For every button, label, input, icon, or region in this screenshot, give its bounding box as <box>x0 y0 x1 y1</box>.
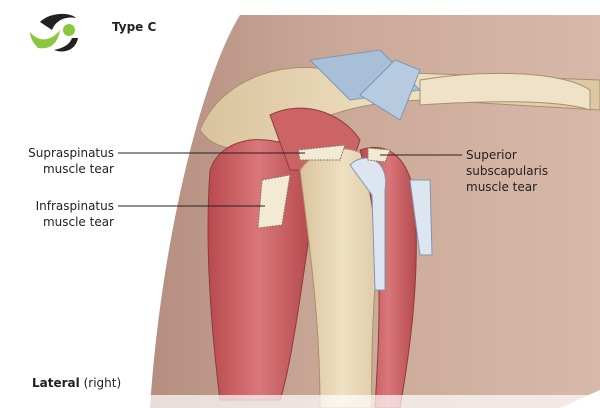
humerus-bone <box>299 148 386 408</box>
label-line: Supraspinatus <box>28 146 114 160</box>
supraspinatus-tear <box>297 144 346 161</box>
label-line: muscle tear <box>42 162 114 176</box>
ligament <box>359 59 421 121</box>
view-caption-side: (right) <box>83 376 122 390</box>
label-line: subscapularis <box>466 164 549 178</box>
biceps-tendon <box>349 157 387 291</box>
label-line: muscle tear <box>466 180 538 194</box>
label-line: Superior <box>466 148 517 162</box>
subscapularis-tear <box>367 147 391 163</box>
clavicle-bone <box>419 72 591 111</box>
label-line: Infraspinatus <box>35 199 114 213</box>
label-infraspinatus: Infraspinatus muscle tear <box>36 198 114 230</box>
label-line: muscle tear <box>42 215 114 229</box>
view-caption: Lateral (right) <box>32 376 121 390</box>
label-subscapularis: Superior subscapularis muscle tear <box>466 147 548 195</box>
label-supraspinatus: Supraspinatus muscle tear <box>28 145 114 177</box>
infraspinatus-tear <box>257 174 291 229</box>
logo <box>30 13 78 52</box>
type-title: Type C <box>112 20 157 34</box>
view-caption-bold: Lateral <box>32 376 80 390</box>
tendon <box>409 179 433 256</box>
